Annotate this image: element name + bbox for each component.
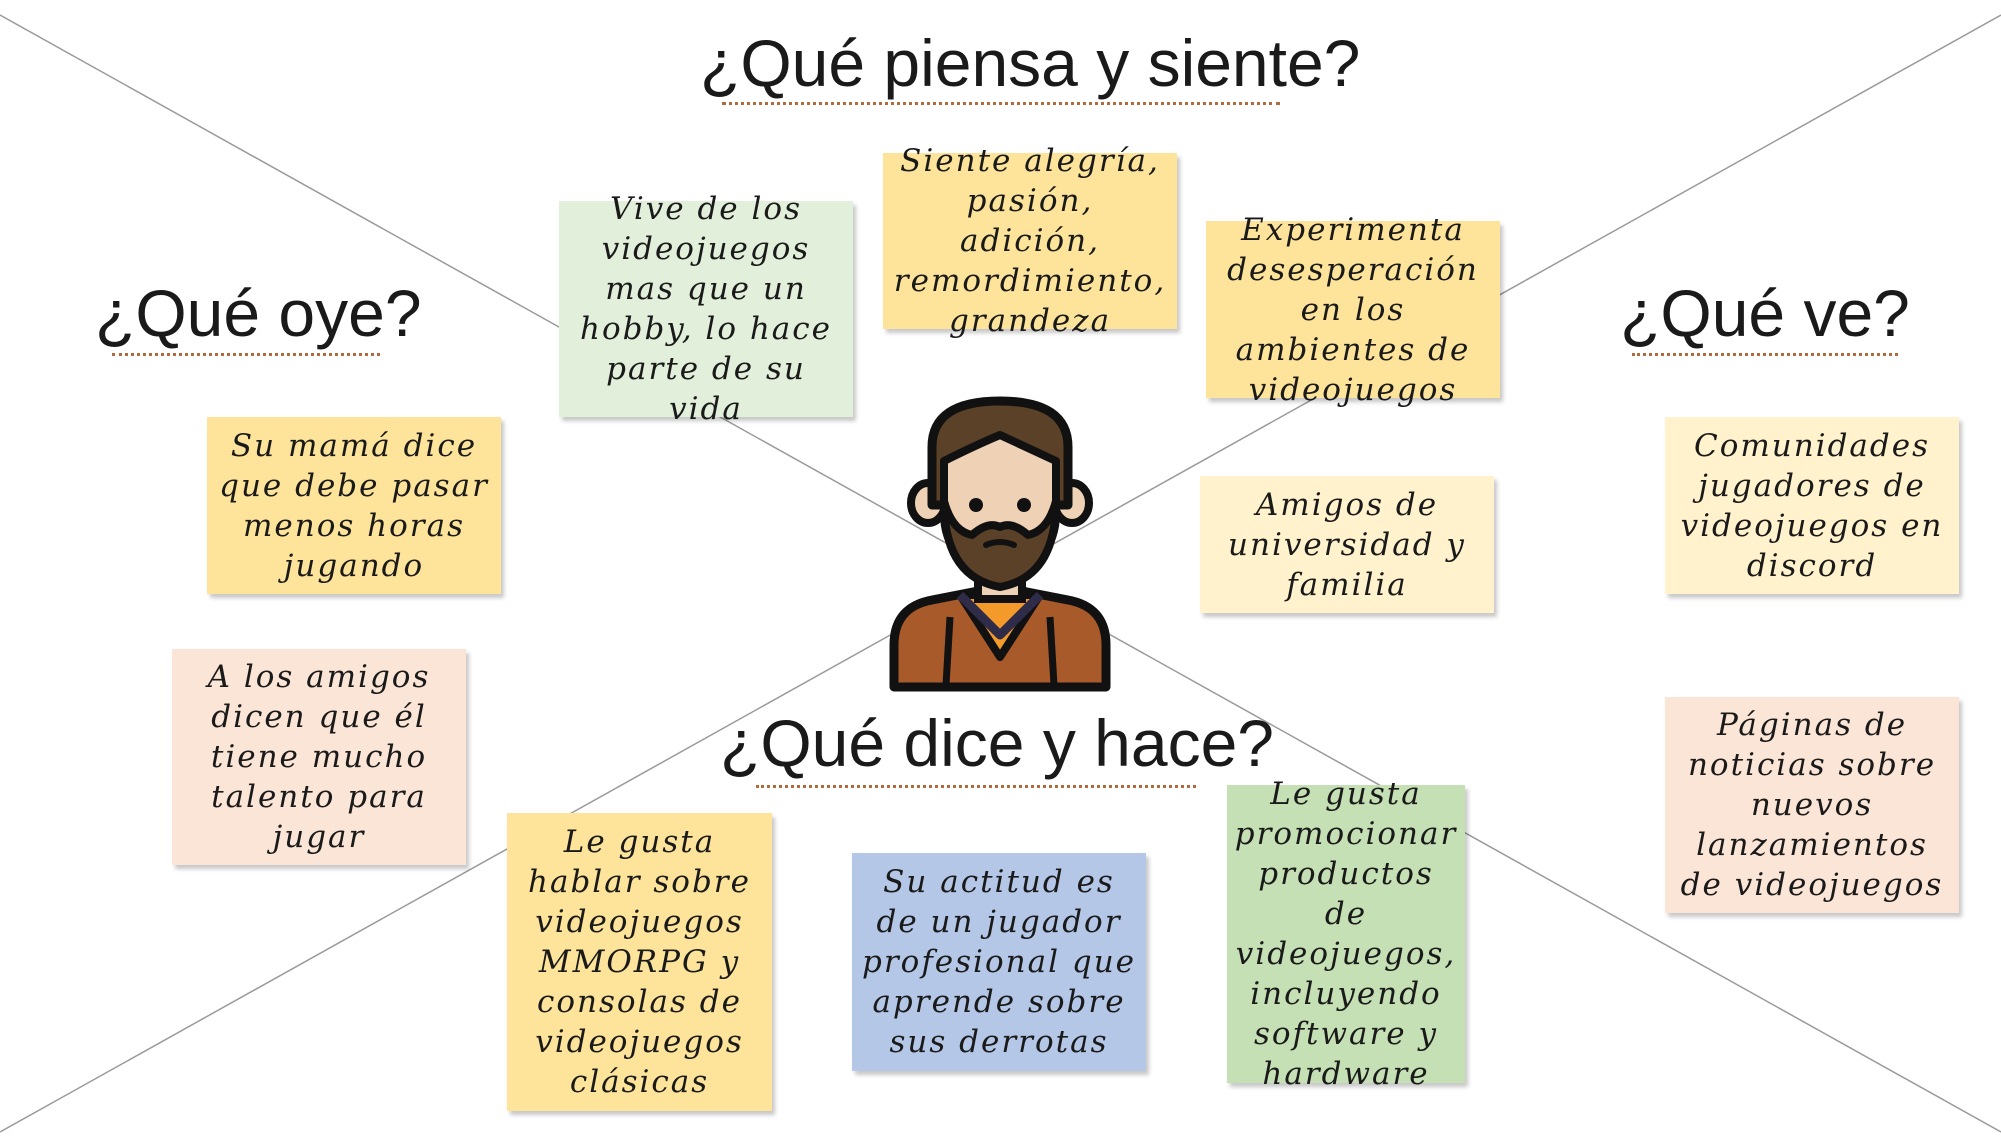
sticky-note-says-3: Le gusta promocionar productos de videoj…	[1227, 776, 1465, 1092]
sticky-note-sees-2: Páginas de noticias sobre nuevos lanzami…	[1665, 697, 1959, 913]
heading-hears: ¿Qué oye?	[95, 276, 422, 350]
heading-says-does: ¿Qué dice y hace?	[720, 706, 1274, 780]
bearded-man-avatar-icon	[889, 396, 1111, 692]
sticky-note-sees-1: Comunidades jugadores de videojuegos en …	[1665, 417, 1959, 594]
sticky-note-says-1: Le gusta hablar sobre videojuegos MMORPG…	[507, 813, 772, 1111]
heading-hears-underline	[112, 353, 380, 356]
sticky-note-hears-1: Su mamá dice que debe pasar menos horas …	[207, 417, 501, 594]
heading-thinks-feels-underline	[722, 102, 1280, 105]
sticky-note-thinks-2: Siente alegría, pasión, adición, remordi…	[883, 143, 1177, 339]
heading-sees-underline	[1632, 353, 1898, 356]
sticky-note-sees-center: Amigos de universidad y familia	[1200, 476, 1494, 613]
sticky-note-thinks-3: Experimenta desesperación en los ambient…	[1206, 212, 1500, 408]
heading-sees: ¿Qué ve?	[1620, 276, 1910, 350]
sticky-note-thinks-1: Vive de los videojuegos mas que un hobby…	[559, 191, 853, 427]
heading-says-does-underline	[756, 785, 1196, 788]
heading-thinks-feels: ¿Qué piensa y siente?	[700, 26, 1361, 100]
sticky-note-hears-2: A los amigos dicen que él tiene mucho ta…	[172, 649, 466, 865]
sticky-note-says-2: Su actitud es de un jugador profesional …	[852, 853, 1146, 1071]
